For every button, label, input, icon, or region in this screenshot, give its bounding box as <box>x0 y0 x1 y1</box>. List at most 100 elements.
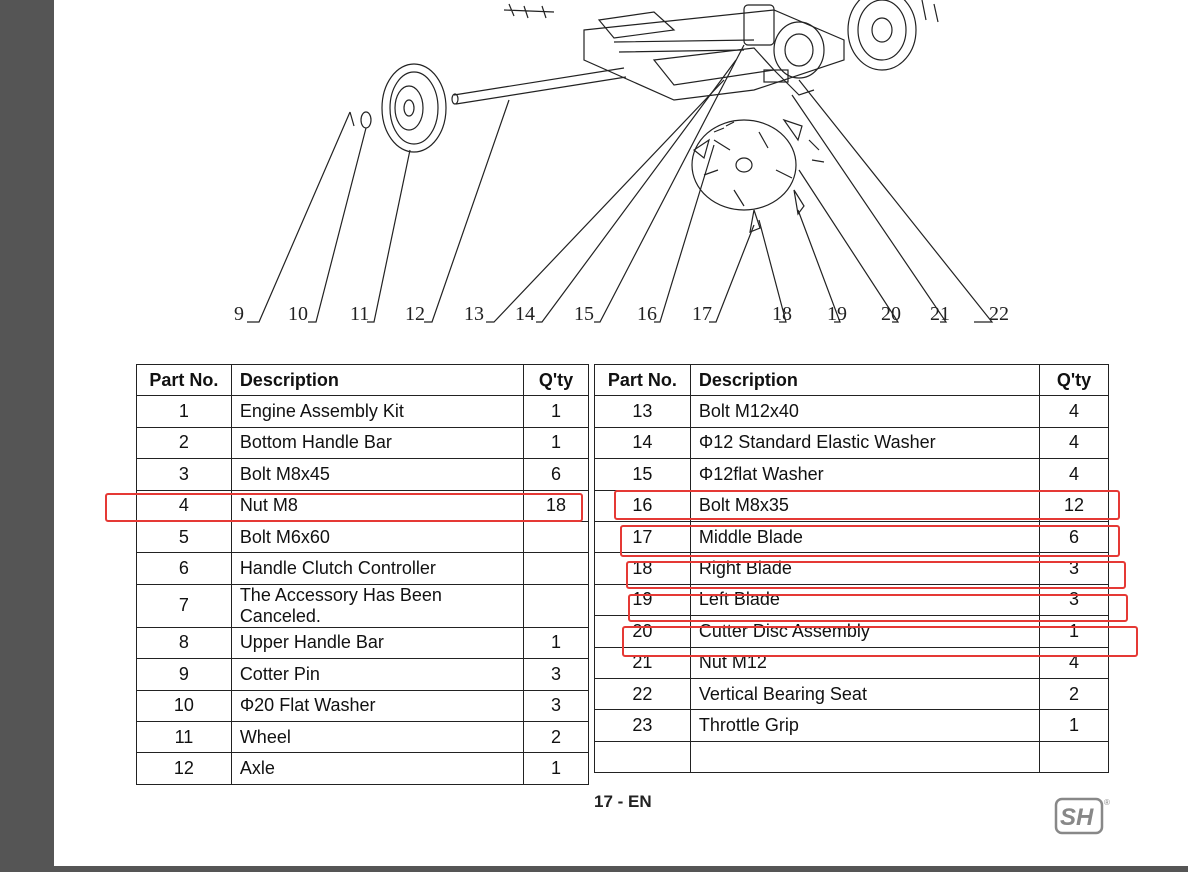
logo-text: SH <box>1060 804 1094 831</box>
description-cell: Bolt M12x40 <box>689 395 1041 428</box>
quantity-cell: 12 <box>1039 489 1109 522</box>
viewer-bottom-edge <box>54 866 1188 872</box>
callout-11: 11 <box>350 303 369 325</box>
part-number-cell: 10 <box>136 689 232 722</box>
manual-page: 9 10 11 12 13 14 15 16 17 18 19 20 21 22… <box>54 0 1188 866</box>
part-number-cell: 15 <box>594 458 691 491</box>
description-cell: Φ12flat Washer <box>689 458 1041 491</box>
quantity-cell: 1 <box>1039 615 1109 648</box>
exploded-parts-diagram: 9 10 11 12 13 14 15 16 17 18 19 20 21 22 <box>234 0 1009 325</box>
quantity-cell <box>523 583 589 628</box>
qty-header: Q'ty <box>523 363 589 397</box>
part-number-cell <box>594 740 691 774</box>
description-cell: Right Blade <box>689 552 1041 585</box>
table-header-row: Part No. Description Q'ty <box>136 363 589 397</box>
description-cell: Bolt M6x60 <box>230 520 525 554</box>
description-cell: Bottom Handle Bar <box>230 426 525 460</box>
part-number-cell: 7 <box>136 583 232 628</box>
table-row <box>594 740 1109 774</box>
part-number-cell: 12 <box>136 752 232 785</box>
quantity-cell: 18 <box>523 489 589 522</box>
part-number-cell: 1 <box>136 395 232 428</box>
part-number-cell: 14 <box>594 426 691 460</box>
part-number-cell: 18 <box>594 552 691 585</box>
quantity-cell <box>523 520 589 554</box>
quantity-cell: 2 <box>1039 677 1109 711</box>
description-cell: Handle Clutch Controller <box>230 552 525 585</box>
quantity-cell: 6 <box>1039 520 1109 554</box>
part-number-cell: 2 <box>136 426 232 460</box>
description-header: Description <box>689 363 1041 397</box>
callout-16: 16 <box>637 303 657 325</box>
callout-17: 17 <box>692 303 712 325</box>
quantity-cell: 1 <box>523 626 589 660</box>
part-number-cell: 22 <box>594 677 691 711</box>
quantity-cell <box>523 552 589 585</box>
part-number-cell: 5 <box>136 520 232 554</box>
description-cell: Wheel <box>230 720 525 754</box>
callout-21: 21 <box>930 303 950 325</box>
part-number-cell: 4 <box>136 489 232 522</box>
description-cell: Φ20 Flat Washer <box>230 689 525 722</box>
part-number-cell: 21 <box>594 646 691 679</box>
callout-20: 20 <box>881 303 901 325</box>
description-cell: Nut M8 <box>230 489 525 522</box>
callout-13: 13 <box>464 303 484 325</box>
quantity-cell: 4 <box>1039 395 1109 428</box>
callout-19: 19 <box>827 303 847 325</box>
quantity-cell: 1 <box>523 426 589 460</box>
quantity-cell: 6 <box>523 458 589 491</box>
quantity-cell: 3 <box>523 658 589 691</box>
description-cell: Middle Blade <box>689 520 1041 554</box>
quantity-cell: 3 <box>1039 583 1109 617</box>
description-cell: Left Blade <box>689 583 1041 617</box>
description-header: Description <box>230 363 525 397</box>
part-number-cell: 13 <box>594 395 691 428</box>
description-cell <box>689 740 1041 774</box>
description-cell: Vertical Bearing Seat <box>689 677 1041 711</box>
quantity-cell: 2 <box>523 720 589 754</box>
callout-18: 18 <box>772 303 792 325</box>
quantity-cell: 1 <box>523 395 589 428</box>
quantity-cell: 3 <box>1039 552 1109 585</box>
description-cell: Engine Assembly Kit <box>230 395 525 428</box>
part-number-cell: 17 <box>594 520 691 554</box>
description-cell: Nut M12 <box>689 646 1041 679</box>
callout-22: 22 <box>989 303 1009 325</box>
quantity-cell: 3 <box>523 689 589 722</box>
part-no-header: Part No. <box>136 363 232 397</box>
description-cell: Cutter Disc Assembly <box>689 615 1041 648</box>
quantity-cell <box>1039 740 1109 774</box>
part-number-cell: 20 <box>594 615 691 648</box>
description-cell: Bolt M8x35 <box>689 489 1041 522</box>
page-number: 17 - EN <box>594 792 652 811</box>
part-number-cell: 11 <box>136 720 232 754</box>
quantity-cell: 4 <box>1039 458 1109 491</box>
part-no-header: Part No. <box>594 363 691 397</box>
part-number-cell: 9 <box>136 658 232 691</box>
callout-10: 10 <box>288 303 308 325</box>
part-number-cell: 6 <box>136 552 232 585</box>
description-cell: Axle <box>230 752 525 785</box>
part-number-cell: 3 <box>136 458 232 491</box>
description-cell: Bolt M8x45 <box>230 458 525 491</box>
sh-brand-logo: SH ® <box>1054 797 1110 835</box>
description-cell: Throttle Grip <box>689 709 1041 742</box>
